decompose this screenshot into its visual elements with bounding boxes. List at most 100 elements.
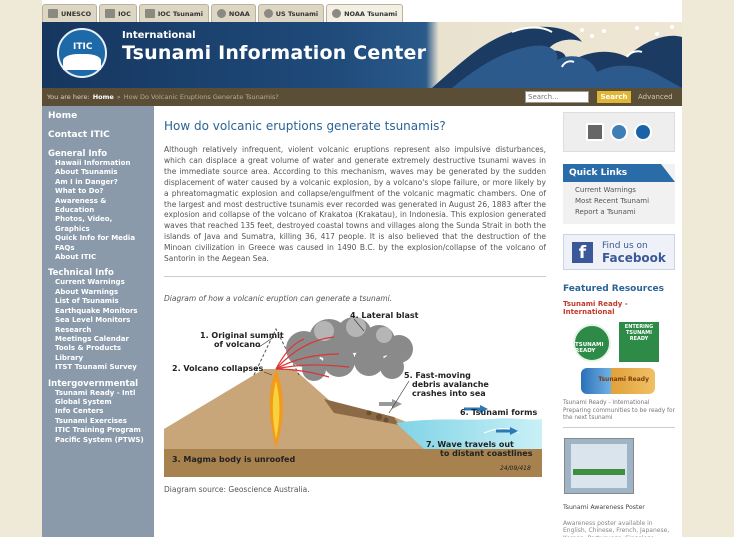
sidebar-item-global-system[interactable]: Global System — [55, 397, 112, 406]
sidebar-item-earthquake-monitors[interactable]: Earthquake Monitors — [55, 306, 138, 315]
sidebar-item-about-tsunamis[interactable]: About Tsunamis — [55, 168, 118, 177]
sidebar-item-library[interactable]: Library — [55, 353, 84, 362]
main-content: How do volcanic eruptions generate tsuna… — [164, 106, 546, 494]
poster-title[interactable]: Tsunami Awareness Poster — [563, 503, 645, 511]
site-banner: ITIC International Tsunami Information C… — [42, 22, 682, 88]
sidebar-item-info-centers[interactable]: Info Centers — [55, 407, 104, 416]
advanced-search-link[interactable]: Advanced — [638, 93, 673, 101]
quick-link-recent-tsunami[interactable]: Most Recent Tsunami — [575, 197, 650, 205]
tsunami-ready-title[interactable]: Tsunami Ready - International — [563, 300, 628, 316]
sidebar-item-list-of-tsunamis[interactable]: List of Tsunamis — [55, 297, 119, 306]
noaa-logo-icon — [263, 9, 273, 18]
diagram-label-7a: 7. Wave travels out — [426, 439, 514, 449]
sidebar-item-itst-survey[interactable]: ITST Tsunami Survey — [55, 363, 137, 372]
diagram-date: 24/09/418 — [500, 464, 531, 472]
quick-link-current-warnings[interactable]: Current Warnings — [575, 186, 636, 194]
site-title: Tsunami Information Center — [122, 42, 427, 64]
tab-label: NOAA Tsunami — [344, 9, 398, 18]
search-button[interactable]: Search — [597, 91, 631, 103]
tab-ioc-tsunami[interactable]: IOC Tsunami — [138, 4, 209, 22]
banner-subtitle: International — [122, 30, 196, 41]
sidebar-contact[interactable]: Contact ITIC — [48, 130, 110, 140]
awareness-poster-thumbnail[interactable] — [564, 437, 634, 494]
tab-us-tsunami[interactable]: US Tsunami — [257, 4, 325, 22]
tsunami-ready-logos[interactable]: TSUNAMI READY ENTERING TSUNAMI READY Tsu… — [563, 316, 675, 398]
tab-unesco[interactable]: UNESCO — [42, 4, 98, 22]
sidebar-item-awareness[interactable]: Awareness & — [55, 196, 107, 205]
breadcrumb-home[interactable]: Home — [92, 93, 114, 101]
sidebar-item-photos[interactable]: Photos, Video, — [55, 215, 113, 224]
tsunami-ready-description: Tsunami Ready - International Preparing … — [563, 400, 675, 421]
ioc-logo-icon[interactable] — [610, 123, 628, 141]
sidebar-item-hawaii-info[interactable]: Hawaii Information — [55, 159, 131, 167]
sidebar-item-education[interactable]: Education — [55, 206, 95, 215]
sidebar-home[interactable]: Home — [48, 111, 78, 121]
page-title: How do volcanic eruptions generate tsuna… — [164, 119, 446, 133]
right-sidebar: Quick Links Current Warnings Most Recent… — [563, 106, 675, 537]
page: UNESCO IOC IOC Tsunami NOAA US Tsunami N… — [42, 0, 682, 537]
ioc-logo-icon — [105, 9, 116, 18]
sidebar-item-tools[interactable]: Tools & Products — [55, 344, 122, 353]
facebook-line2: Facebook — [602, 251, 666, 265]
divider — [563, 426, 675, 428]
sidebar-item-current-warnings[interactable]: Current Warnings — [55, 278, 125, 287]
sidebar-item-ptws[interactable]: Pacific System (PTWS) — [55, 435, 144, 444]
tab-label: UNESCO — [61, 9, 92, 18]
sidebar-item-tsunami-ready[interactable]: Tsunami Ready - Intl — [55, 388, 136, 397]
agency-logos — [563, 112, 675, 152]
noaa-logo-icon[interactable] — [634, 123, 652, 141]
diagram-label-1a: 1. Original summit — [200, 330, 284, 340]
sidebar-item-training[interactable]: ITIC Training Program — [55, 426, 141, 435]
unesco-logo-icon[interactable] — [586, 123, 604, 141]
diagram-label-6: 6. Tsunami forms — [460, 407, 538, 417]
tsunami-ready-banner-logo: Tsunami Ready — [581, 368, 655, 394]
tab-label: NOAA — [228, 9, 250, 18]
sidebar-item-research[interactable]: Research — [55, 325, 92, 334]
diagram-label-1b: of volcano — [214, 339, 261, 349]
left-sidebar: Home Contact ITIC General Info Hawaii In… — [42, 106, 154, 537]
diagram-label-2: 2. Volcano collapses — [172, 363, 264, 373]
sidebar-item-what-to-do[interactable]: What to Do? — [55, 187, 104, 196]
sidebar-item-graphics[interactable]: Graphics — [55, 224, 90, 233]
sidebar-section-general[interactable]: General Info — [48, 149, 108, 159]
noaa-logo-icon — [332, 9, 342, 18]
tab-label: US Tsunami — [275, 9, 319, 18]
poster-stripe — [573, 468, 625, 475]
volcano-tsunami-diagram: 1. Original summit of volcano 2. Volcano… — [164, 308, 542, 477]
sidebar-item-about-itic[interactable]: About ITIC — [55, 253, 97, 262]
tab-noaa-tsunami[interactable]: NOAA Tsunami — [326, 4, 404, 22]
sidebar-section-intergovernmental[interactable]: Intergovernmental — [48, 378, 139, 389]
diagram-label-5b: debris avalanche — [412, 379, 489, 389]
facebook-link[interactable]: f Find us on Facebook — [563, 234, 675, 270]
sidebar-item-media[interactable]: Quick Info for Media — [55, 234, 136, 243]
sidebar-section-technical[interactable]: Technical Info — [48, 268, 114, 279]
sidebar-item-sea-level-monitors[interactable]: Sea Level Monitors — [55, 316, 131, 325]
diagram-caption: Diagram of how a volcanic eruption can g… — [164, 293, 393, 303]
breadcrumb-separator: » — [116, 93, 121, 101]
tab-label: IOC — [118, 9, 131, 18]
tab-noaa[interactable]: NOAA — [210, 4, 256, 22]
quick-links-title: Quick Links — [563, 164, 675, 182]
poster-description: Awareness poster available in English, C… — [563, 519, 670, 537]
divider — [164, 275, 546, 277]
diagram-label-4: 4. Lateral blast — [350, 310, 419, 320]
sidebar-item-meetings[interactable]: Meetings Calendar — [55, 334, 129, 343]
sidebar-item-faqs[interactable]: FAQs — [55, 243, 75, 252]
sidebar-item-am-i-in-danger[interactable]: Am I in Danger? — [55, 177, 118, 186]
breadcrumb-current: How Do Volcanic Eruptions Generate Tsuna… — [123, 93, 279, 101]
facebook-icon: f — [572, 242, 593, 263]
quick-link-report-tsunami[interactable]: Report a Tsunami — [575, 208, 636, 216]
article-body: Although relatively infrequent, violent … — [164, 145, 546, 264]
search-input[interactable] — [525, 91, 589, 103]
diagram-label-5c: crashes into sea — [412, 388, 486, 398]
sidebar-item-exercises[interactable]: Tsunami Exercises — [55, 416, 127, 425]
ioc-logo-icon — [144, 9, 155, 18]
itic-logo[interactable]: ITIC — [57, 28, 107, 78]
diagram-illustration — [164, 316, 542, 477]
itic-logo-text: ITIC — [73, 42, 93, 52]
quick-links: Quick Links Current Warnings Most Recent… — [563, 164, 675, 224]
sidebar-item-about-warnings[interactable]: About Warnings — [55, 287, 119, 296]
breadcrumb-prefix: You are here: — [47, 93, 90, 101]
tab-label: IOC Tsunami — [157, 9, 203, 18]
tab-ioc[interactable]: IOC — [99, 4, 137, 22]
